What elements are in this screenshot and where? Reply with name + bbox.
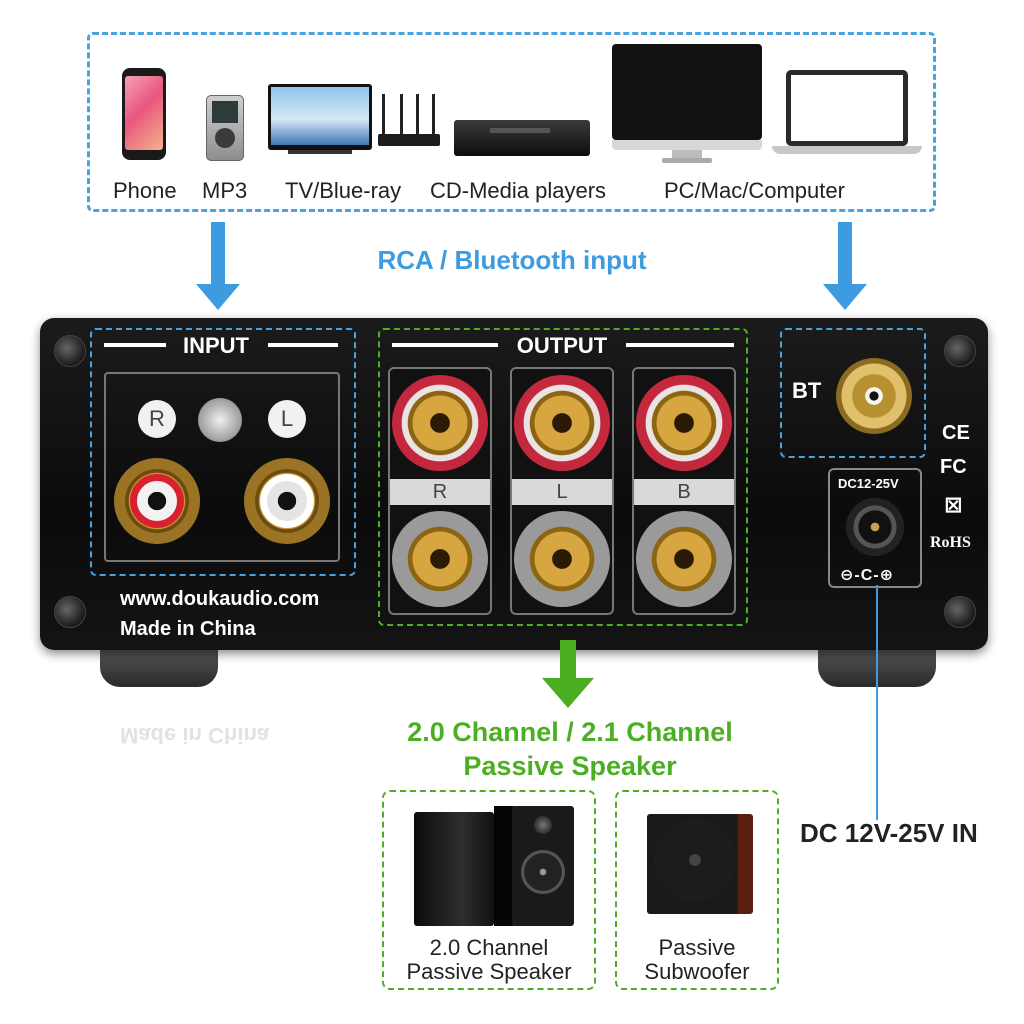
website-text: www.doukaudio.com (120, 588, 320, 610)
bt-antenna-connector[interactable] (836, 358, 912, 434)
screw-icon (198, 398, 242, 442)
terminal-post-red-r[interactable] (392, 375, 488, 471)
speaker-terminal-b: B (632, 367, 736, 615)
input-inner-panel (104, 372, 340, 562)
subwoofer-label-line1: Passive (658, 935, 736, 960)
rca-jack-left[interactable] (244, 458, 330, 544)
polarity-icon: ⊖-C-⊕ (840, 567, 895, 584)
router-icon (378, 94, 440, 150)
speaker-2ch-label-line2: Passive Speaker (406, 959, 572, 984)
screw-icon (54, 596, 86, 628)
bookshelf-speakers-icon (414, 806, 574, 926)
input-arrow-left-head (196, 284, 240, 310)
terminal-post-red-b[interactable] (636, 375, 732, 471)
speaker-box-subwoofer: Passive Subwoofer (615, 790, 779, 990)
source-label-cd: CD-Media players (430, 178, 607, 203)
output-arrow-shaft (560, 640, 576, 680)
input-arrow-right-shaft (838, 222, 852, 286)
bluetooth-section (780, 328, 926, 458)
input-caption: RCA / Bluetooth input (377, 245, 647, 275)
screw-icon (54, 335, 86, 367)
terminal-post-black-b[interactable] (636, 511, 732, 607)
cert-mark-fc: FC (940, 456, 967, 478)
made-in-text: Made in China (120, 618, 256, 640)
tv-icon (268, 84, 372, 154)
dc-power-section (828, 468, 922, 588)
speaker-terminal-r: R (388, 367, 492, 615)
output-section (378, 328, 748, 626)
terminal-post-red-l[interactable] (514, 375, 610, 471)
source-label-tv: TV/Blue-ray (285, 178, 402, 203)
cert-mark-ce: CE (942, 422, 970, 444)
input-section (90, 328, 356, 576)
made-in-reflection: Made in China (120, 723, 270, 748)
dc-label: DC12-25V (838, 476, 899, 491)
mp3-player-icon (206, 95, 244, 161)
output-caption-line2: Passive Speaker (463, 751, 677, 781)
input-title: INPUT (183, 333, 249, 358)
screw-icon (944, 335, 976, 367)
dc-callout-line (876, 585, 878, 820)
terminal-label-l: L (512, 479, 612, 505)
output-title-rule-right (626, 343, 734, 347)
subwoofer-icon (647, 814, 753, 914)
dc-power-jack[interactable] (846, 498, 904, 556)
input-title-rule-left (104, 343, 166, 347)
desktop-monitor-icon (612, 44, 762, 164)
output-title: OUTPUT (516, 333, 608, 358)
subwoofer-label-line2: Subwoofer (644, 959, 750, 984)
source-label-phone: Phone (113, 178, 177, 203)
laptop-icon (772, 70, 922, 156)
amp-foot-left (100, 645, 218, 687)
rca-channel-l-label: L (268, 400, 306, 438)
input-arrow-left-shaft (211, 222, 225, 286)
terminal-label-b: B (634, 479, 734, 505)
source-label-mp3: MP3 (202, 178, 248, 203)
terminal-label-r: R (390, 479, 490, 505)
speaker-terminal-l: L (510, 367, 614, 615)
phone-icon (122, 68, 166, 160)
speaker-box-2ch: 2.0 Channel Passive Speaker (382, 790, 596, 990)
input-title-rule-right (268, 343, 338, 347)
source-label-pc: PC/Mac/Computer (664, 178, 845, 203)
output-arrow-head (542, 678, 594, 708)
weee-bin-icon: ⊠ (944, 492, 963, 517)
dc-power-caption: DC 12V-25V IN (800, 818, 978, 848)
source-devices-box (87, 32, 936, 212)
rca-jack-right[interactable] (114, 458, 200, 544)
screw-icon (944, 596, 976, 628)
output-caption: 2.0 Channel / 2.1 Channel Passive Speake… (350, 715, 790, 783)
cd-player-icon (454, 120, 590, 156)
terminal-post-black-l[interactable] (514, 511, 610, 607)
terminal-post-black-r[interactable] (392, 511, 488, 607)
rca-channel-r-label: R (138, 400, 176, 438)
speaker-2ch-label-line1: 2.0 Channel (429, 935, 549, 960)
bt-label: BT (792, 378, 822, 403)
cert-mark-rohs: RoHS (930, 534, 971, 551)
output-caption-line1: 2.0 Channel / 2.1 Channel (407, 717, 733, 747)
input-arrow-right-head (823, 284, 867, 310)
output-title-rule-left (392, 343, 498, 347)
